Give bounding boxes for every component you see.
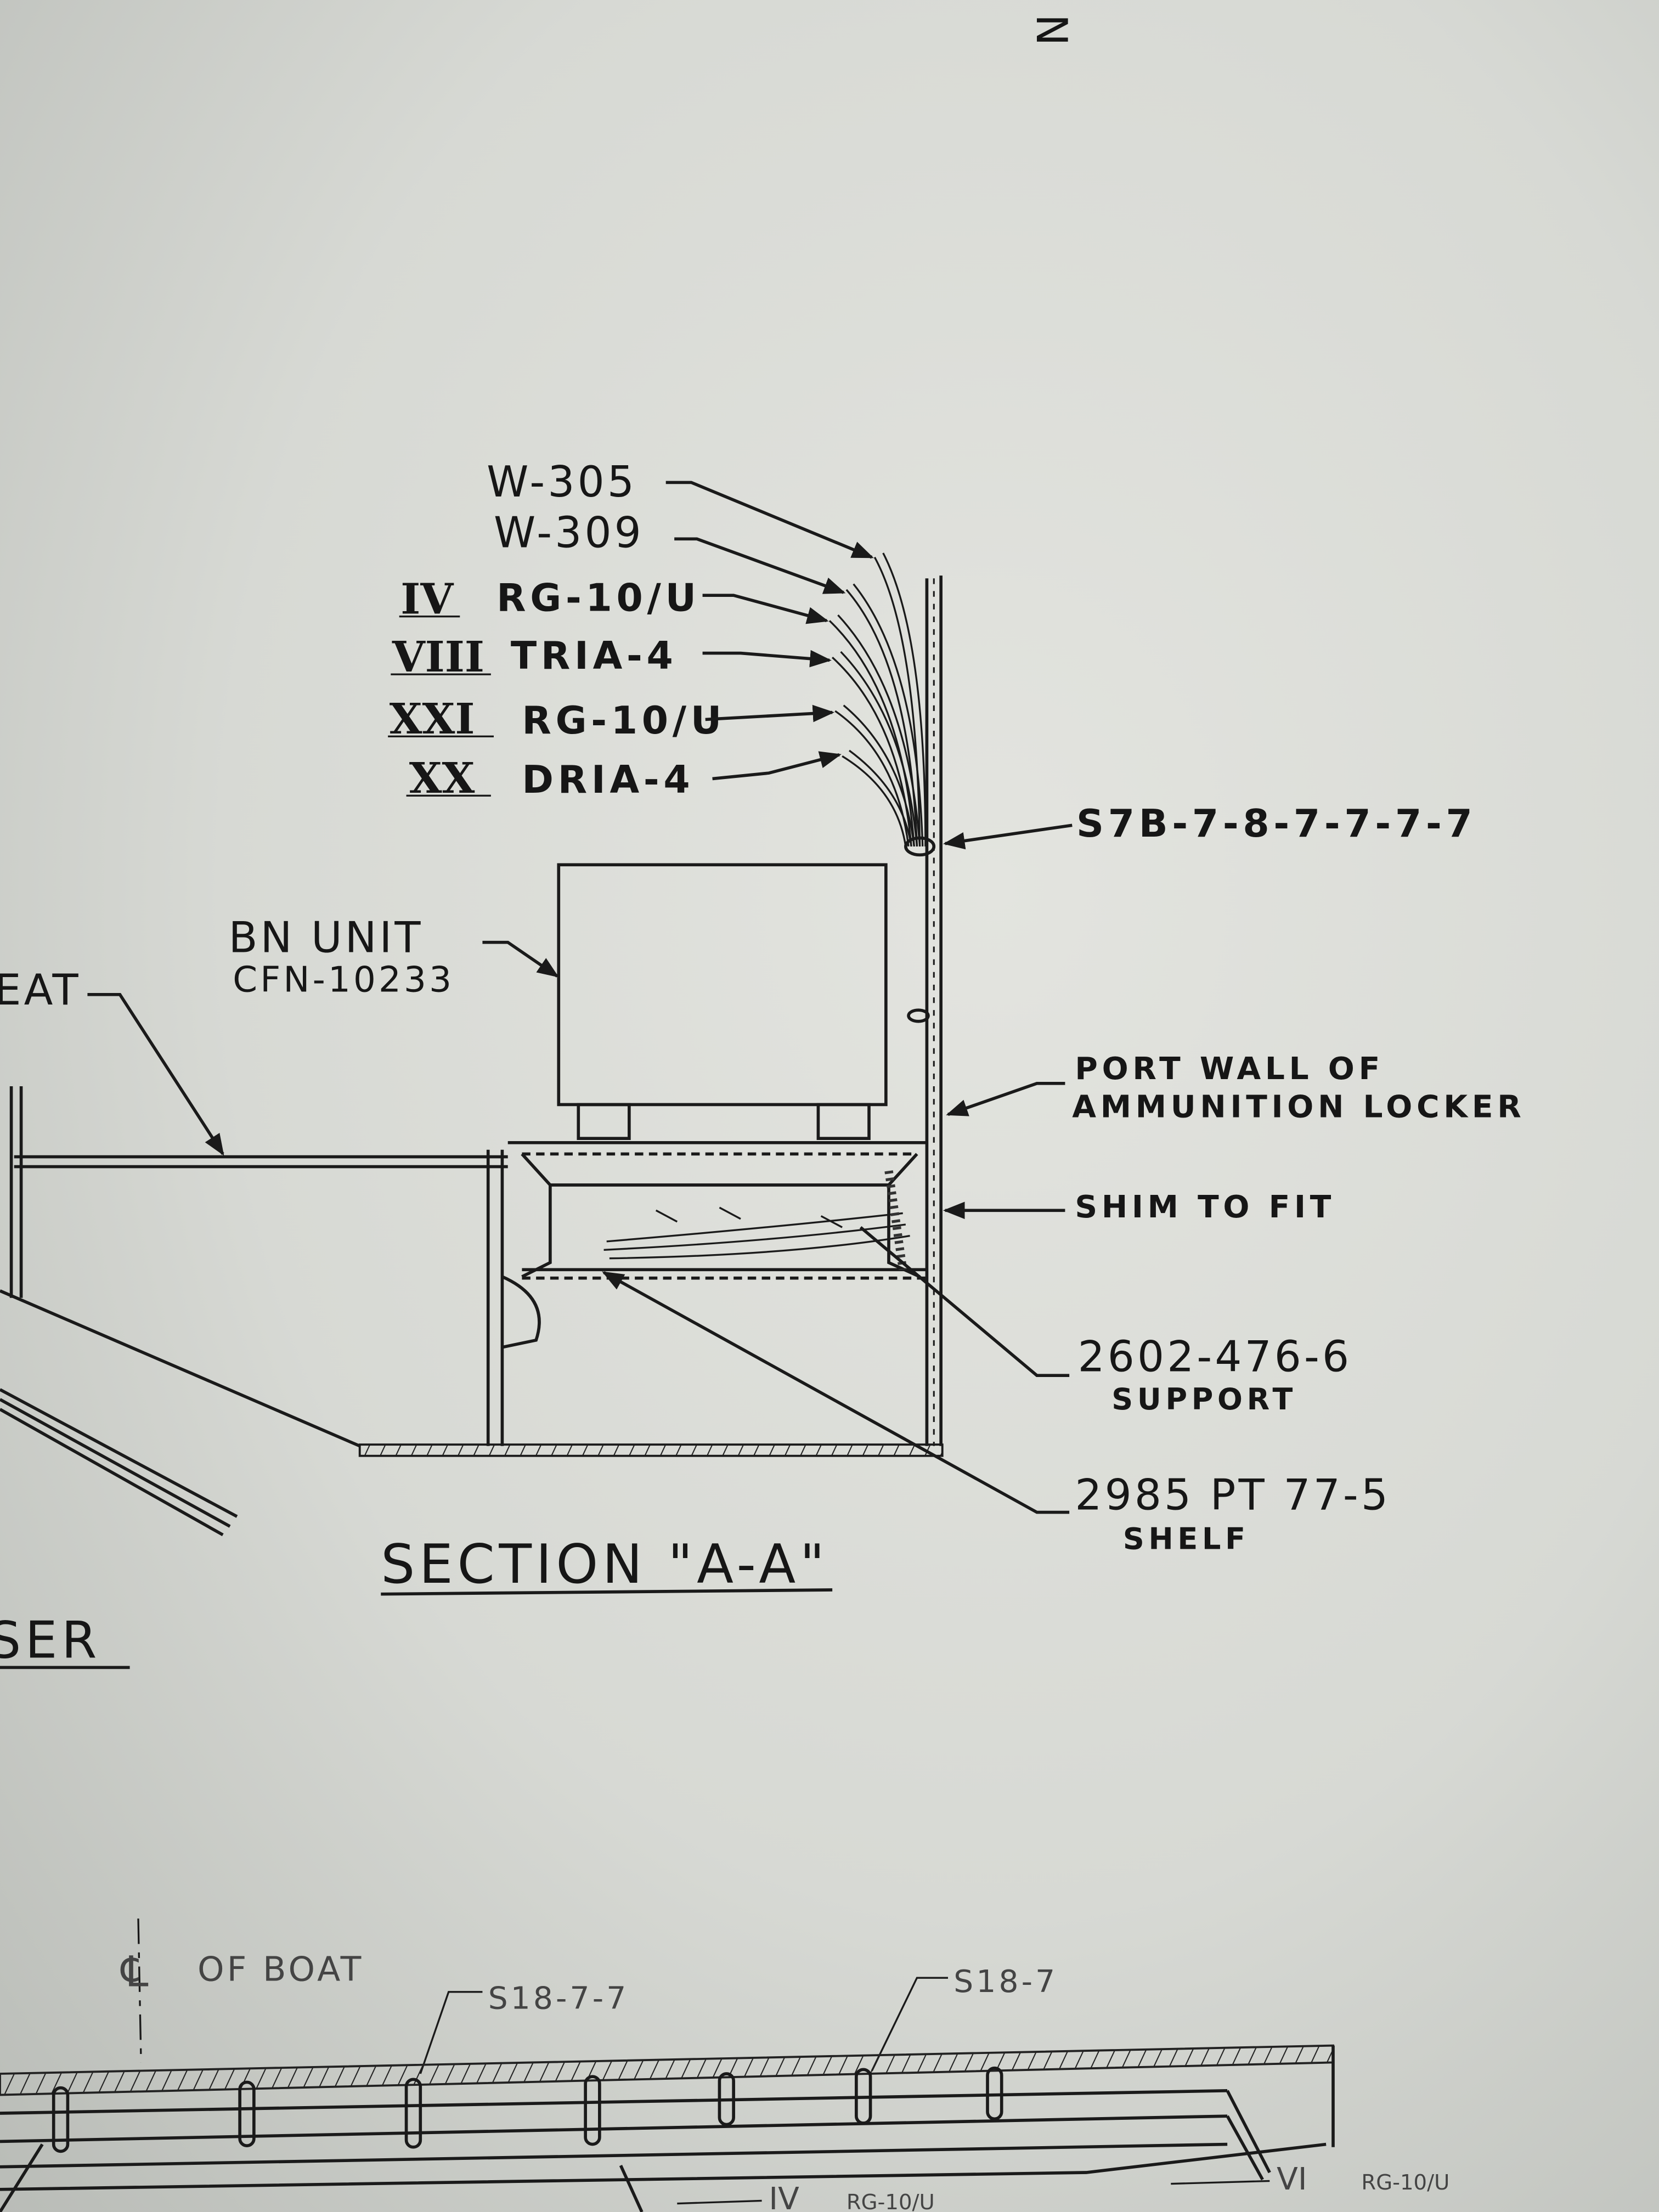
centerline-symbol: ℄ [120,1948,149,1997]
shim [884,1170,907,1271]
bn-unit-label: BN UNIT [229,913,424,963]
cable-leaders [665,481,874,781]
support-part: 2602-476-6 [1078,1332,1352,1381]
shelf-part: 2985 PT 77-5 [1075,1470,1391,1520]
hanger-callout: S7B-7-8-7-7-7-7 [1076,802,1477,846]
cable-bundle [828,552,927,847]
shim-label: SHIM TO FIT [1075,1189,1335,1225]
hanger-label-2: S18-7 [953,1963,1058,2000]
hanger-leader [943,823,1073,850]
cable-label-dria4: DRIA-4 [522,758,694,802]
shelf-label: SHELF [1123,1521,1250,1556]
bn-unit [557,863,888,1140]
left-fragment: SER [0,1610,101,1669]
bottom-roman-2: VI [1277,2161,1307,2197]
bottom-label-1: RG-10/U [847,2190,935,2212]
port-wall-label-1: PORT WALL OF [1075,1051,1384,1087]
seat-fragment: EAT [0,966,81,1015]
cable-label-rg10u: RG-10/U [496,576,701,620]
hanger-clip [907,1008,930,1023]
cable-label-tria4: TRIA-4 [511,634,678,678]
bn-unit-part: CFN-10233 [233,960,454,1001]
bottom-roman-1: IV [769,2181,799,2212]
bn-unit-leader [482,940,559,978]
centerline [137,1918,142,2063]
cable-label-rg10u-2: RG-10/U [522,699,726,743]
cable-label-w305: W-305 [487,458,637,507]
cable-label-w309: W-309 [494,509,644,558]
bottom-label-2: RG-10/U [1361,2170,1449,2195]
corner-mark: N [1026,14,1076,49]
hanger-clip [904,836,936,857]
locker-floor [358,1443,944,1457]
port-wall [925,575,943,1446]
shelf-leader [602,1271,1070,1514]
seat-leader [87,993,224,1156]
centerline-label: OF BOAT [198,1949,364,1989]
lower-plan-view: ℄ OF BOAT S18-7-7 S18-7 IV RG-10/U VI RG… [0,1918,1449,2212]
section-title: SECTION "A-A" [381,1533,828,1596]
support-label: SUPPORT [1111,1382,1297,1417]
shelf-cables [603,1206,910,1260]
port-wall-leader [946,1082,1065,1116]
section-title-underline [381,1588,833,1596]
deck-and-locker [0,1086,927,1537]
cable-labels: W-305 W-309 IV RG-10/U VIII TRIA-4 XXI R… [388,458,726,803]
hanger-label-1: S18-7-7 [488,1980,629,2017]
support-leader [859,1226,1070,1377]
port-wall-label-2: AMMUNITION LOCKER [1072,1089,1525,1125]
